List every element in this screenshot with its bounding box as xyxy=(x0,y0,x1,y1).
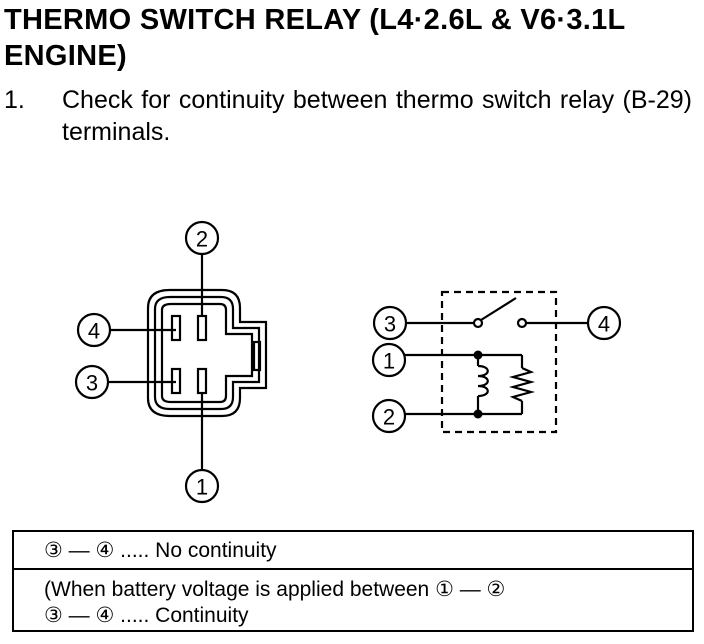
connector-label-circle-3 xyxy=(74,364,110,400)
terminal-blade-4 xyxy=(170,314,182,342)
step-text: Check for continuity between thermo swit… xyxy=(62,86,692,146)
schematic-terminal-2-label: 2 xyxy=(383,405,395,430)
terminal-blade-2 xyxy=(196,314,208,342)
battery-condition-text: (When battery voltage is applied between… xyxy=(44,578,506,601)
section-title: THERMO SWITCH RELAY (L4·2.6L & V6·3.1L E… xyxy=(4,4,626,72)
connector-label-circle-2 xyxy=(184,220,220,256)
connector-outline-inner xyxy=(160,302,254,404)
schematic-terminal-1-label: 1 xyxy=(383,349,395,374)
step-number: 1. xyxy=(4,86,25,114)
connector-label-circle-1 xyxy=(184,468,220,504)
schematic-label-circle-2 xyxy=(371,398,407,434)
schematic-label-circle-3 xyxy=(372,305,408,341)
schematic-terminal-4-label: 4 xyxy=(598,312,610,337)
connector-label-circle-4 xyxy=(76,312,112,348)
relay-enclosure xyxy=(440,290,558,434)
connector-terminal-3-label: 3 xyxy=(86,371,98,396)
connector-terminal-2-label: 2 xyxy=(196,227,208,252)
continuity-table: ③ — ④ ..... No continuity (When battery … xyxy=(12,530,694,632)
connector-outline-middle xyxy=(153,295,261,411)
switch-contact-left xyxy=(472,317,484,329)
no-continuity-text: ③ — ④ ..... No continuity xyxy=(44,539,277,562)
connector-terminal-4-label: 4 xyxy=(88,319,100,344)
table-row-no-continuity: ③ — ④ ..... No continuity xyxy=(14,532,692,570)
resistor-zigzag xyxy=(508,366,536,403)
schematic-label-circle-4 xyxy=(586,305,622,341)
coil-winding xyxy=(477,364,489,398)
continuity-text: ③ — ④ ..... Continuity xyxy=(44,604,249,627)
junction-dot-bottom xyxy=(473,409,483,419)
switch-blade xyxy=(480,297,517,321)
junction-dot-top xyxy=(473,350,483,360)
connector-latch xyxy=(252,340,262,372)
schematic-terminal-3-label: 3 xyxy=(384,312,396,337)
connector-outline-outer xyxy=(146,288,268,418)
terminal-blade-1 xyxy=(196,367,208,395)
connector-terminal-1-label: 1 xyxy=(196,475,208,500)
switch-contact-right xyxy=(516,317,528,329)
schematic-label-circle-1 xyxy=(371,342,407,378)
